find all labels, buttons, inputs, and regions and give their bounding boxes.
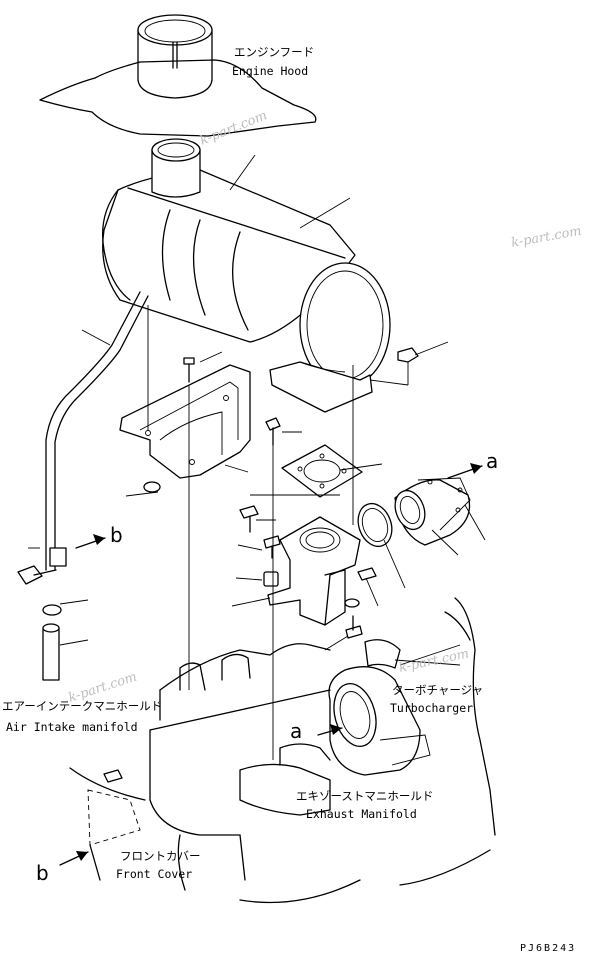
ref-arrows [59,463,483,866]
fasteners [17,347,419,783]
engine-block [149,597,496,904]
label-turbocharger-jp: ターボチャージャ [392,683,483,697]
label-air-intake-en: Air Intake manifold [6,720,138,734]
turbocharger [328,639,431,776]
label-front-cover-en: Front Cover [116,867,192,881]
ref-a-top: a [486,449,498,473]
exhaust-elbow [394,477,471,546]
label-exhaust-jp: エキゾーストマニホールド [296,789,433,803]
muffler [101,138,391,388]
muffler-saddle [269,361,373,413]
leader-lines [28,154,486,666]
label-exhaust-en: Exhaust Manifold [306,807,417,821]
centre-lines [147,305,409,760]
front-cover [69,767,146,881]
label-engine-hood-jp: エンジンフード [234,45,314,59]
seal-ring [357,502,393,548]
gasket [281,444,363,498]
air-tube [42,291,149,681]
ref-b-bottom: b [36,861,49,885]
ref-a-turbo: a [290,719,302,743]
outlet-bracket [267,516,361,626]
drawing-code: PJ6B243 [520,943,576,954]
ref-b-left: b [110,523,123,547]
label-air-intake-jp: エアーインテークマニホールド [2,699,162,713]
label-turbocharger-en: Turbocharger [390,701,473,715]
watermark-2: k-part.com [510,224,583,251]
engine-hood [39,14,317,137]
label-engine-hood-en: Engine Hood [232,64,308,78]
watermark-3: k-part.com [398,646,471,675]
muffler-bracket [119,364,251,479]
label-front-cover-jp: フロントカバー [120,849,201,863]
